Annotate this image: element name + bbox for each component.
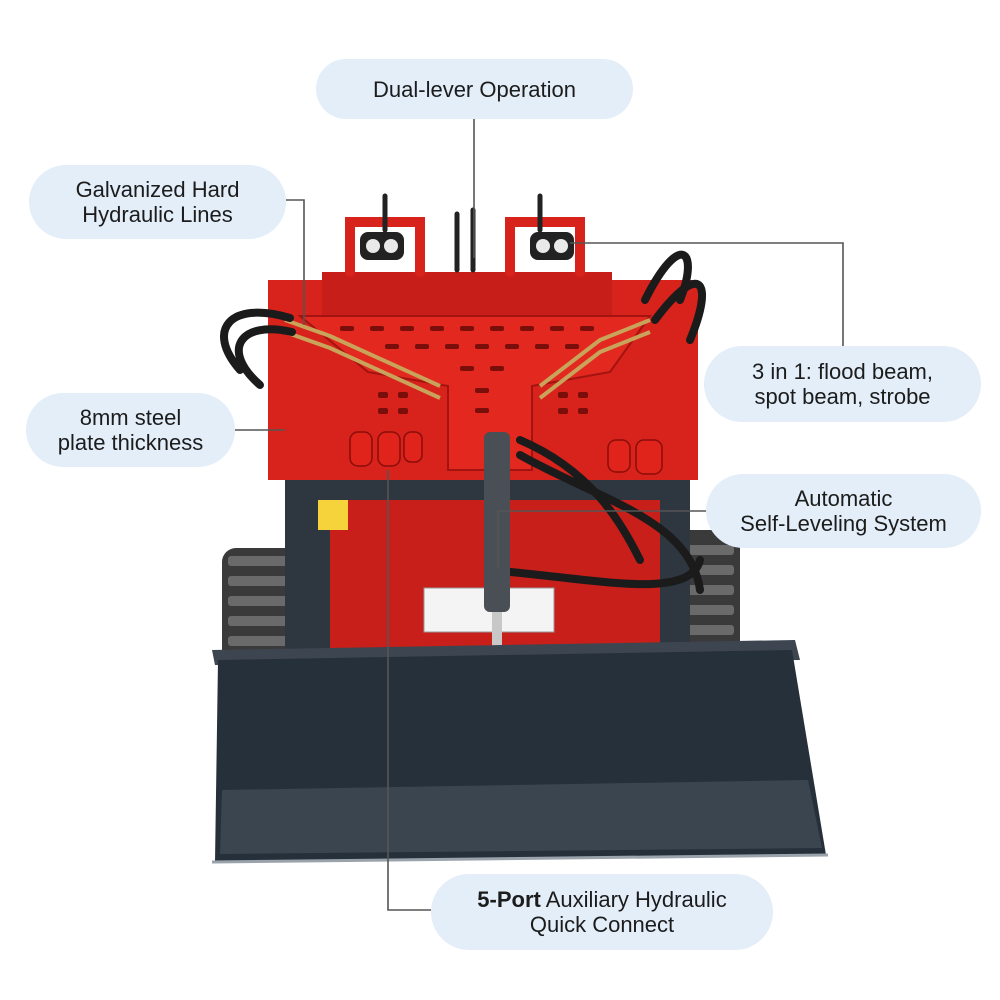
callout-line-1: Automatic xyxy=(794,486,893,511)
galvanized-lines xyxy=(284,318,651,400)
callout-line-2: Self-Leveling System xyxy=(740,511,947,536)
vent-slots xyxy=(340,326,594,413)
callout-line-1: 3 in 1: flood beam, xyxy=(751,359,933,384)
callout-line-2: spot beam, strobe xyxy=(754,384,931,409)
callout-dual-lever-operation: Dual-lever Operation xyxy=(316,59,633,119)
side-vents xyxy=(378,392,588,414)
callout-self-leveling-system: Automatic Self-Leveling System xyxy=(706,474,981,548)
warning-sticker xyxy=(318,500,348,530)
callout-galvanized-hydraulic-lines: Galvanized Hard Hydraulic Lines xyxy=(29,165,286,239)
quick-connect-fittings xyxy=(349,431,663,475)
callout-rest-text: Auxiliary Hydraulic xyxy=(540,887,727,912)
callout-three-in-one-lights: 3 in 1: flood beam, spot beam, strobe xyxy=(704,346,981,422)
hydraulic-hoses xyxy=(220,250,707,594)
callout-line-2: Quick Connect xyxy=(529,912,675,937)
lift-cylinder xyxy=(484,432,510,612)
control-levers xyxy=(382,193,543,273)
callout-line-1: 8mm steel xyxy=(79,405,182,430)
callout-steel-plate-thickness: 8mm steel plate thickness xyxy=(26,393,235,467)
callout-line-2: Hydraulic Lines xyxy=(82,202,233,227)
callout-line-1: Galvanized Hard xyxy=(75,177,240,202)
work-lights xyxy=(360,232,574,260)
callout-line-1: 5-Port Auxiliary Hydraulic xyxy=(477,887,726,912)
callout-auxiliary-hydraulic-quick-connect: 5-Port Auxiliary Hydraulic Quick Connect xyxy=(431,874,773,950)
top-plate xyxy=(322,272,612,316)
callout-text: Dual-lever Operation xyxy=(373,76,576,102)
bucket xyxy=(211,640,829,864)
callout-bold-text: 5-Port xyxy=(477,887,541,912)
cylinder-rod xyxy=(492,612,502,654)
callout-line-2: plate thickness xyxy=(57,430,204,455)
